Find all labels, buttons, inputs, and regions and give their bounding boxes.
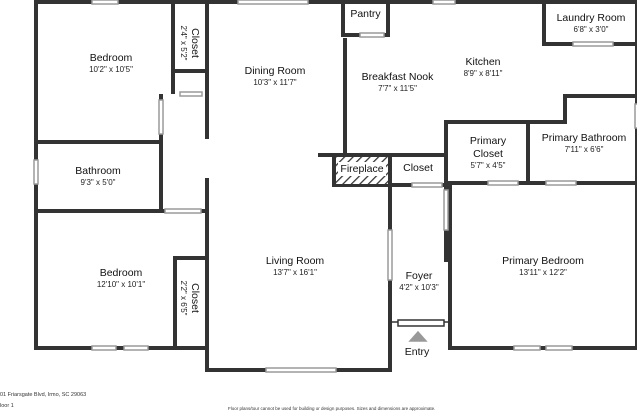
room-dining: Dining Room 10'3" x 11'7" [230, 65, 320, 88]
footer-disclaimer: Floor plans/tour cannot be used for buil… [228, 406, 436, 411]
room-name: Bedroom [89, 52, 133, 64]
room-bedroom-1: Bedroom 10'2" x 10'5" [66, 52, 156, 75]
room-pantry: Pantry [343, 8, 388, 21]
room-laundry: Laundry Room 6'8" x 3'0" [546, 12, 636, 35]
room-name: Fireplace [340, 163, 384, 175]
room-dimensions: 8'9" x 8'11" [463, 69, 503, 78]
room-primary-bathroom: Primary Bathroom 7'11" x 6'6" [532, 132, 636, 155]
footer-address: 01 Friarsgate Blvd, Irmo, SC 29063 [0, 392, 87, 398]
entry-name: Entry [404, 346, 430, 358]
room-dimensions: 13'7" x 16'1" [273, 268, 317, 277]
room-dimensions: 2'4" x 5'2" [179, 25, 188, 61]
room-dimensions: 4'2" x 10'3" [399, 283, 439, 292]
room-name: Closet [189, 283, 201, 313]
room-dimensions: 7'7" x 11'5" [378, 84, 417, 93]
room-closet-mid: Closet [394, 162, 442, 175]
room-name: Bedroom [99, 267, 143, 279]
room-name: Pantry [350, 8, 381, 20]
room-dimensions: 2'2" x 6'5" [179, 280, 188, 316]
room-fireplace: Fireplace [336, 163, 388, 176]
room-closet-1: Closet 2'4" x 5'2" [179, 13, 201, 73]
room-dimensions: 9'3" x 5'0" [80, 178, 116, 187]
room-name: Laundry Room [556, 12, 626, 24]
room-dimensions: 12'10" x 10'1" [96, 280, 146, 289]
room-dimensions: 7'11" x 6'6" [564, 145, 604, 154]
room-name: Primary Bedroom [502, 255, 584, 267]
room-name: Dining Room [244, 65, 306, 77]
room-name: Closet [189, 28, 201, 58]
room-primary-bedroom: Primary Bedroom 13'11" x 12'2" [490, 255, 596, 278]
room-primary-closet: Primary Closet 5'7" x 4'5" [452, 135, 524, 171]
room-dimensions: 10'3" x 11'7" [253, 78, 297, 87]
room-dimensions: 6'8" x 3'0" [573, 25, 609, 34]
room-name: Kitchen [465, 56, 501, 68]
room-closet-2: Closet 2'2" x 6'5" [179, 268, 201, 328]
room-name: Closet [403, 162, 433, 174]
room-bedroom-2: Bedroom 12'10" x 10'1" [75, 267, 167, 290]
room-breakfast-nook: Breakfast Nook 7'7" x 11'5" [350, 71, 445, 94]
entry-label: Entry [395, 346, 439, 359]
room-name: Bathroom [75, 165, 121, 177]
entry-door [392, 319, 448, 342]
footer-floor: loor 1 [0, 403, 14, 409]
room-name: Foyer [405, 270, 433, 282]
room-kitchen: Kitchen 8'9" x 8'11" [438, 56, 528, 79]
room-bathroom: Bathroom 9'3" x 5'0" [52, 165, 144, 188]
room-dimensions: 5'7" x 4'5" [470, 161, 506, 170]
room-name-line-2: Closet [473, 148, 503, 160]
room-name: Breakfast Nook [361, 71, 434, 83]
room-name: Living Room [265, 255, 325, 267]
walls [34, 0, 637, 372]
room-dimensions: 10'2" x 10'5" [89, 65, 133, 74]
room-living: Living Room 13'7" x 16'1" [250, 255, 340, 278]
room-dimensions: 13'11" x 12'2" [519, 268, 567, 277]
room-name: Primary Bathroom [541, 132, 627, 144]
windows [33, 0, 637, 373]
room-name-line-1: Primary [469, 135, 507, 147]
room-foyer: Foyer 4'2" x 10'3" [393, 270, 445, 293]
